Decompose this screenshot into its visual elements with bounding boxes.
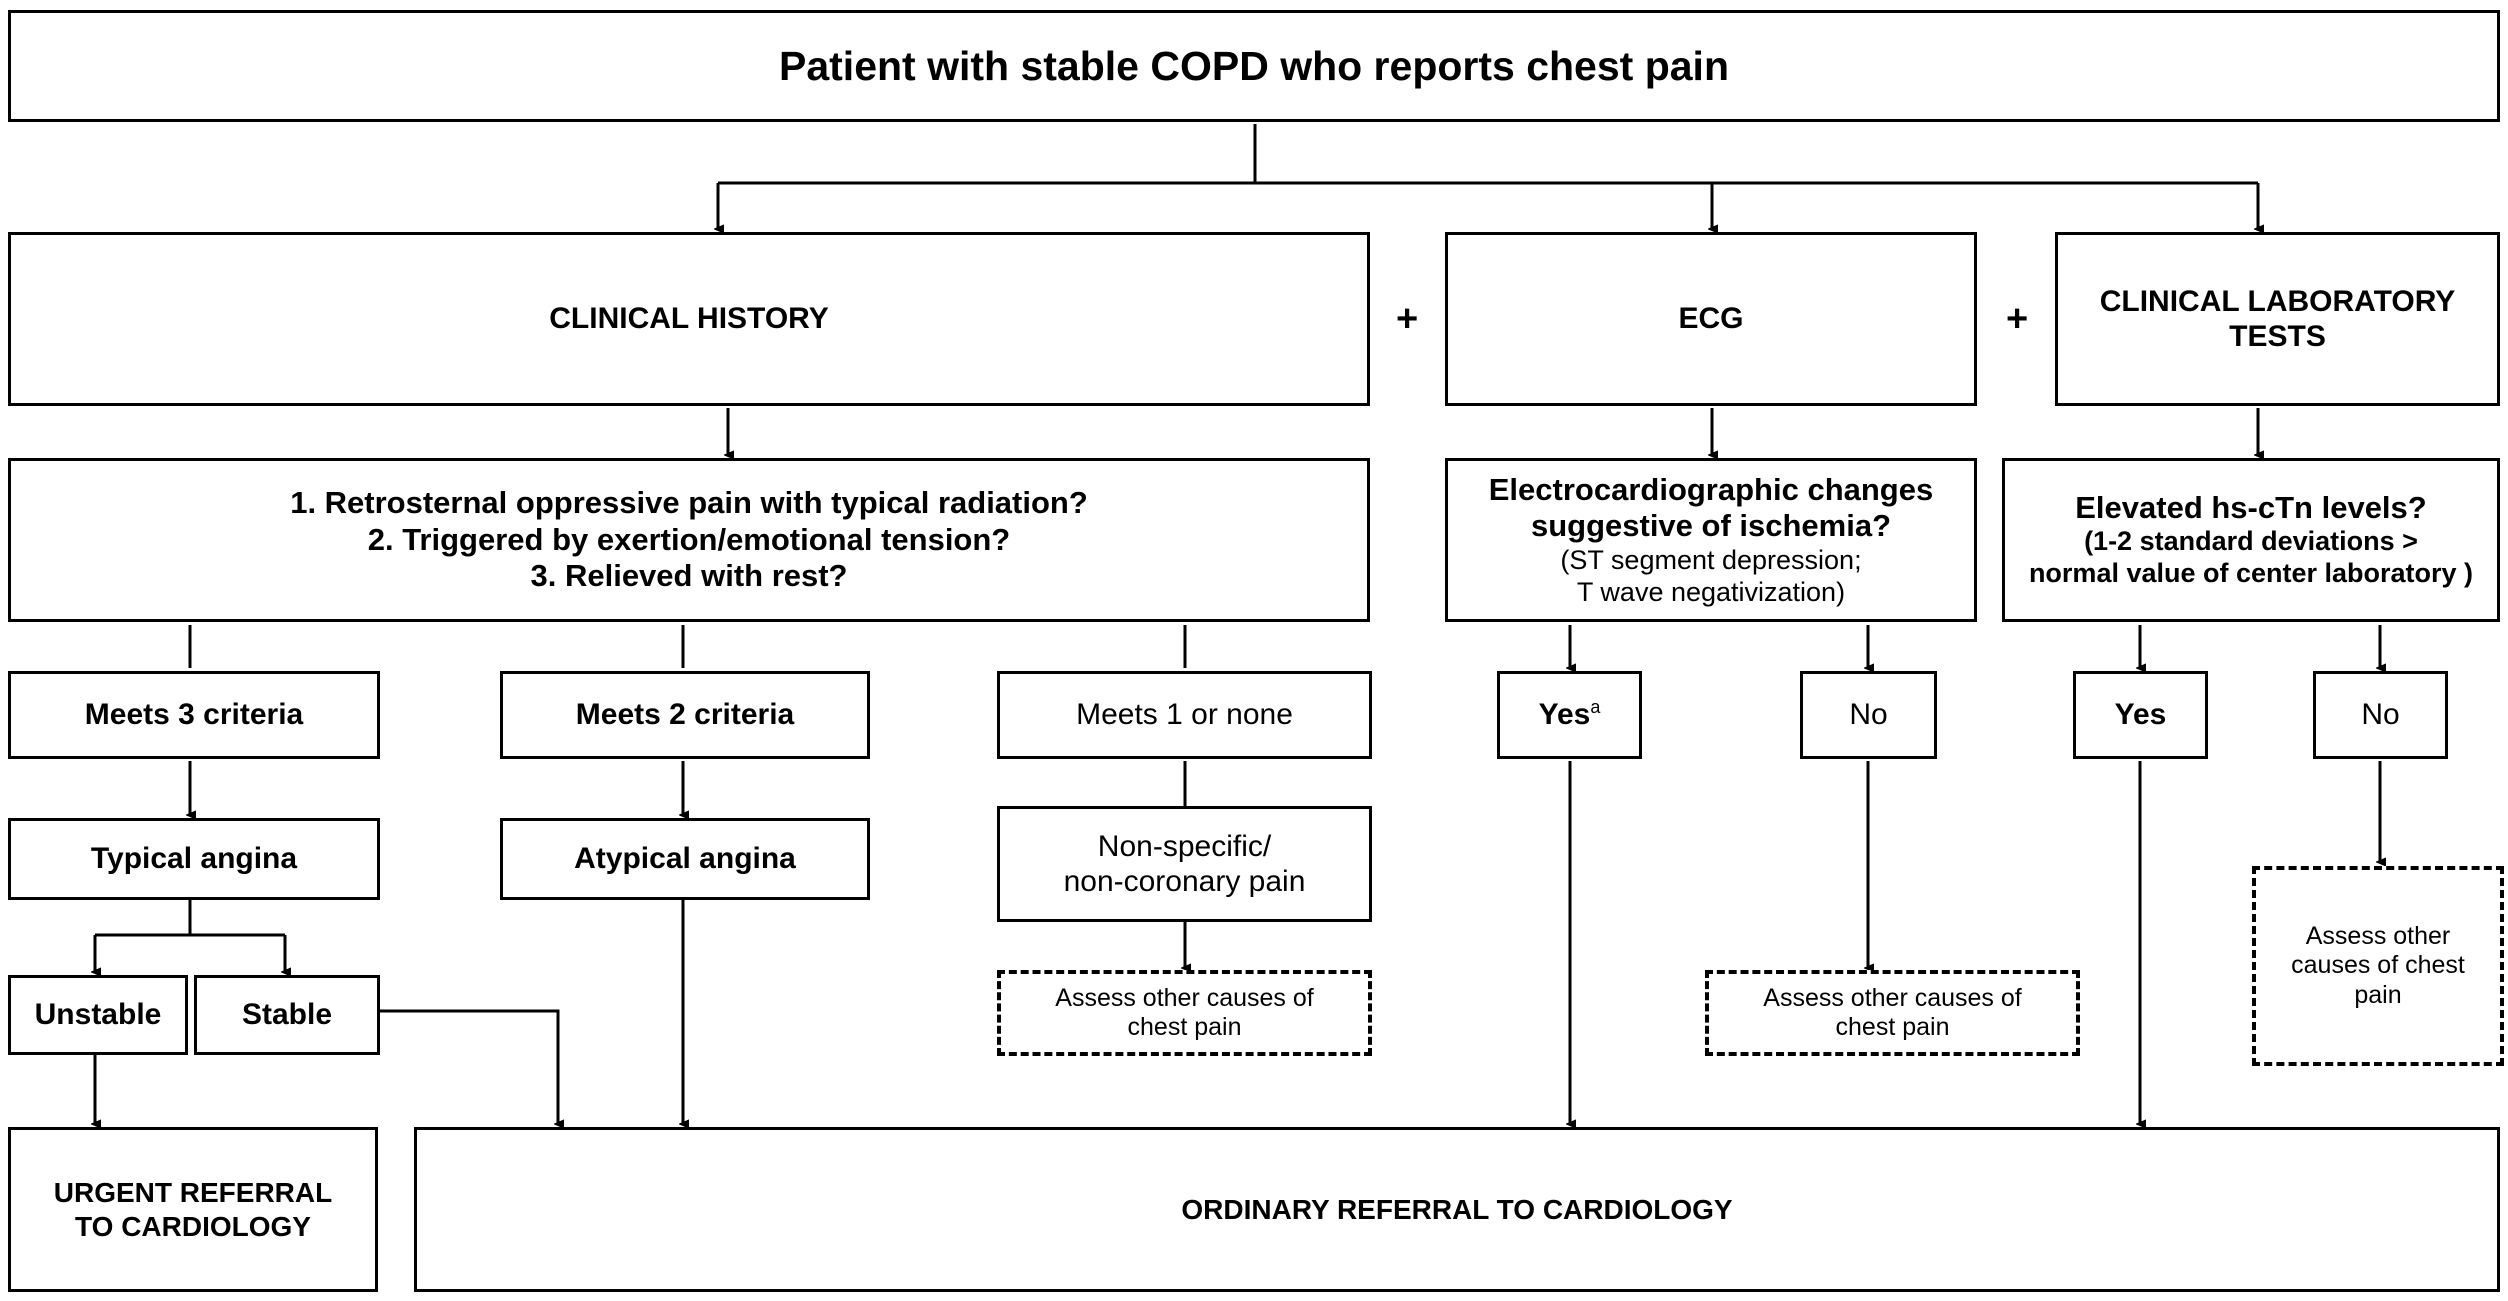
lab-tests-label: CLINICAL LABORATORY TESTS bbox=[2099, 284, 2456, 353]
ecg-question-sub-1: (ST segment depression; bbox=[1560, 544, 1862, 575]
node-atypical-angina[interactable]: Atypical angina bbox=[500, 818, 870, 900]
node-lab-no[interactable]: No bbox=[2313, 671, 2448, 759]
node-typical-angina[interactable]: Typical angina bbox=[8, 818, 380, 900]
urgent-referral-line-1: URGENT REFERRAL bbox=[53, 1177, 333, 1209]
node-lab-yes[interactable]: Yes bbox=[2073, 671, 2208, 759]
meets-3-criteria-label: Meets 3 criteria bbox=[84, 698, 304, 732]
lab-yes-label: Yes bbox=[2114, 698, 2167, 732]
ecg-label: ECG bbox=[1678, 302, 1744, 336]
node-clinical-history[interactable]: CLINICAL HISTORY bbox=[8, 232, 1370, 406]
non-specific-text-block: Non-specific/ non-coronary pain bbox=[1008, 829, 1361, 900]
node-ecg-question[interactable]: Electrocardiographic changes suggestive … bbox=[1445, 458, 1977, 622]
plus-sign-lab: + bbox=[2006, 298, 2029, 340]
lab-no-label: No bbox=[2361, 698, 2400, 732]
assess-ecg-no-line-1: Assess other causes of bbox=[1763, 983, 2022, 1012]
ecg-question-line-1: Electrocardiographic changes bbox=[1488, 471, 1934, 507]
urgent-referral-line-2: TO CARDIOLOGY bbox=[75, 1210, 311, 1242]
criteria-text-block: 1. Retrosternal oppressive pain with typ… bbox=[19, 485, 1359, 595]
node-meets-2-criteria[interactable]: Meets 2 criteria bbox=[500, 671, 870, 759]
plus-sign-ecg: + bbox=[1396, 298, 1419, 340]
node-ecg-no[interactable]: No bbox=[1800, 671, 1937, 759]
node-ordinary-referral-to-cardiology[interactable]: ORDINARY REFERRAL TO CARDIOLOGY bbox=[414, 1127, 2500, 1292]
assess-lab-no-line-2: causes of chest bbox=[2291, 951, 2465, 980]
stable-label: Stable bbox=[241, 998, 333, 1032]
node-ecg[interactable]: ECG bbox=[1445, 232, 1977, 406]
urgent-referral-text-block: URGENT REFERRAL TO CARDIOLOGY bbox=[19, 1176, 367, 1242]
footnote-marker-a: a bbox=[1590, 697, 1601, 718]
assess-lab-no-line-1: Assess other bbox=[2305, 921, 2451, 950]
node-assess-other-causes-nonspecific[interactable]: Assess other causes of chest pain bbox=[997, 970, 1372, 1056]
criteria-line-2: 2. Triggered by exertion/emotional tensi… bbox=[367, 521, 1011, 557]
assess-ecg-no-text-block: Assess other causes of chest pain bbox=[1717, 984, 2068, 1043]
assess-nonspecific-line-1: Assess other causes of bbox=[1055, 983, 1314, 1012]
node-root-title: Patient with stable COPD who reports che… bbox=[8, 10, 2500, 122]
root-title-text: Patient with stable COPD who reports che… bbox=[779, 42, 1729, 89]
node-meets-3-criteria[interactable]: Meets 3 criteria bbox=[8, 671, 380, 759]
ecg-no-label: No bbox=[1849, 698, 1888, 732]
typical-angina-label: Typical angina bbox=[90, 842, 298, 876]
node-urgent-referral-to-cardiology[interactable]: URGENT REFERRAL TO CARDIOLOGY bbox=[8, 1127, 378, 1292]
node-unstable[interactable]: Unstable bbox=[8, 975, 188, 1055]
assess-lab-no-text-block: Assess other causes of chest pain bbox=[2264, 922, 2492, 1011]
ordinary-referral-label: ORDINARY REFERRAL TO CARDIOLOGY bbox=[1181, 1193, 1733, 1225]
ecg-question-sub-2: T wave negativization) bbox=[1576, 576, 1846, 607]
node-assess-other-causes-lab-no[interactable]: Assess other causes of chest pain bbox=[2252, 866, 2504, 1066]
assess-nonspecific-line-2: chest pain bbox=[1127, 1013, 1242, 1041]
node-meets-1-or-none[interactable]: Meets 1 or none bbox=[997, 671, 1372, 759]
unstable-label: Unstable bbox=[34, 998, 162, 1032]
non-specific-line-2: non-coronary pain bbox=[1063, 865, 1306, 898]
lab-question-text-block: Elevated hs-cTn levels? (1-2 standard de… bbox=[2013, 490, 2489, 590]
node-lab-question[interactable]: Elevated hs-cTn levels? (1-2 standard de… bbox=[2002, 458, 2500, 622]
assess-ecg-no-line-2: chest pain bbox=[1835, 1013, 1950, 1041]
meets-2-criteria-label: Meets 2 criteria bbox=[575, 698, 795, 732]
lab-question-sub-1: (1-2 standard deviations > bbox=[2084, 526, 2418, 557]
lab-question-line-1: Elevated hs-cTn levels? bbox=[2075, 489, 2427, 525]
ecg-question-line-2: suggestive of ischemia? bbox=[1530, 508, 1892, 544]
node-assess-other-causes-ecg-no[interactable]: Assess other causes of chest pain bbox=[1705, 970, 2080, 1056]
node-ecg-yes[interactable]: Yesa bbox=[1497, 671, 1642, 759]
assess-nonspecific-text-block: Assess other causes of chest pain bbox=[1009, 984, 1360, 1043]
criteria-line-3: 3. Relieved with rest? bbox=[530, 558, 848, 594]
lab-question-sub-2: normal value of center laboratory ) bbox=[2028, 558, 2474, 589]
assess-lab-no-line-3: pain bbox=[2354, 980, 2402, 1009]
node-stable[interactable]: Stable bbox=[194, 975, 380, 1055]
atypical-angina-label: Atypical angina bbox=[574, 842, 796, 876]
node-clinical-laboratory-tests[interactable]: CLINICAL LABORATORY TESTS bbox=[2055, 232, 2500, 406]
clinical-history-label: CLINICAL HISTORY bbox=[549, 302, 829, 336]
node-clinical-criteria-questions[interactable]: 1. Retrosternal oppressive pain with typ… bbox=[8, 458, 1370, 622]
ecg-question-text-block: Electrocardiographic changes suggestive … bbox=[1456, 472, 1966, 609]
criteria-line-1: 1. Retrosternal oppressive pain with typ… bbox=[290, 485, 1088, 521]
meets-1-or-none-label: Meets 1 or none bbox=[1076, 698, 1293, 732]
node-non-specific-pain[interactable]: Non-specific/ non-coronary pain bbox=[997, 806, 1372, 922]
ecg-yes-label: Yesa bbox=[1538, 697, 1601, 732]
non-specific-line-1: Non-specific/ bbox=[1097, 829, 1272, 863]
